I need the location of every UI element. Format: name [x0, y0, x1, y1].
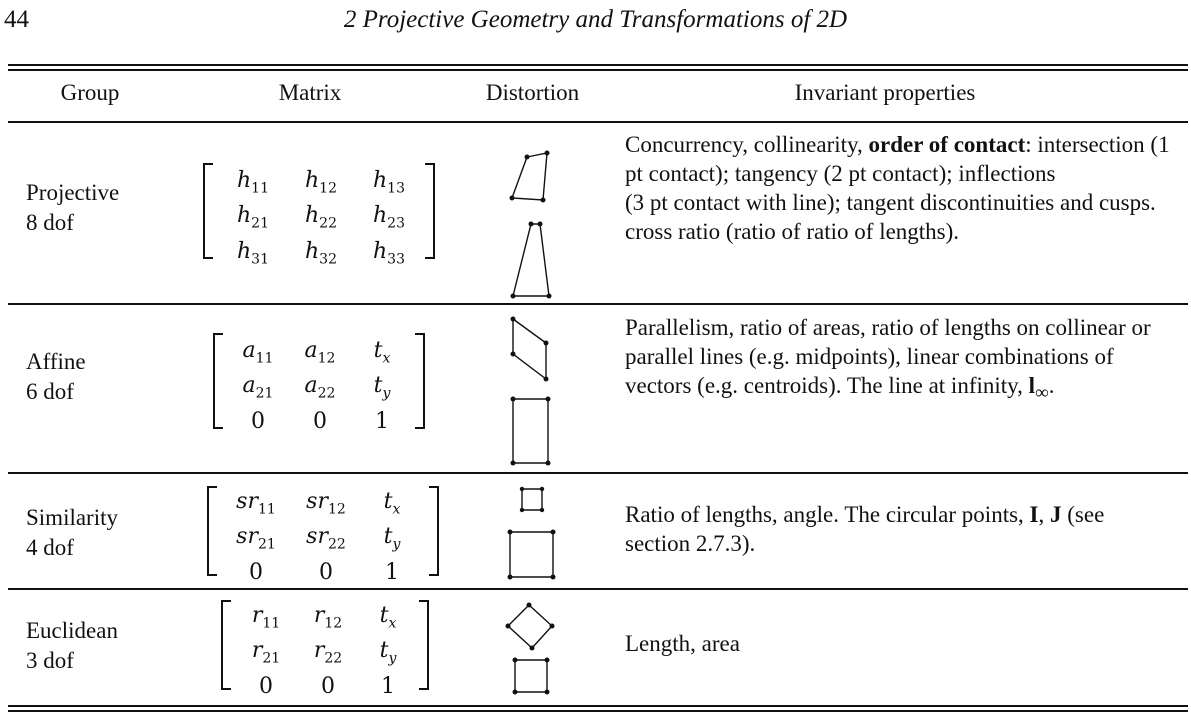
group-name: Projective 8 dof [26, 178, 119, 238]
matrix-entry: 0 [251, 408, 265, 434]
page-number: 44 [4, 6, 29, 33]
bracket-right [415, 333, 425, 429]
matrix-entry: sr21 [236, 524, 276, 553]
bracket-right [429, 486, 439, 576]
matrix-entry: h33 [373, 238, 405, 268]
table-bottom-rule [8, 705, 1188, 707]
distortion-euclidean-shape [505, 602, 555, 695]
matrix-entry: 1 [375, 408, 389, 434]
matrix-entry: r11 [251, 603, 281, 632]
matrix-entry: a12 [304, 338, 336, 367]
header-rule [8, 121, 1188, 123]
group-label: Euclidean [26, 618, 118, 643]
bracket-left [203, 163, 213, 259]
matrix-entry: h12 [305, 168, 337, 197]
matrix-entry: 0 [249, 559, 263, 585]
matrix-entry: ty [383, 524, 401, 553]
matrix-entry: sr12 [306, 489, 346, 518]
matrix-entry: h11 [237, 168, 269, 197]
matrix-entry: 0 [259, 673, 273, 699]
group-name: Euclidean 3 dof [26, 616, 118, 676]
matrix-entry: r21 [251, 638, 281, 667]
matrix-entry: h21 [237, 203, 269, 232]
matrix-projective: h11 h12 h13 h21 h22 h23 h31 h32 h33 [203, 163, 435, 267]
matrix-entry: h23 [373, 203, 405, 232]
matrix-entry: ty [373, 373, 391, 402]
group-label: Similarity [26, 505, 118, 530]
invariant-properties-similarity: Ratio of lengths, angle. The circular po… [625, 502, 1105, 556]
matrix-entry: 0 [313, 408, 327, 434]
chapter-title: 2 Projective Geometry and Transformation… [343, 6, 848, 33]
invariant-properties-affine: Parallelism, ratio of areas, ratio of le… [625, 315, 1151, 404]
matrix-entry: 0 [319, 559, 333, 585]
matrix-entry: tx [383, 489, 401, 518]
matrix-grid: r11 r12 tx r21 r22 ty 0 0 1 [235, 602, 417, 701]
col-header-group: Group [60, 80, 120, 105]
matrix-grid: h11 h12 h13 h21 h22 h23 h31 h32 h33 [219, 167, 423, 273]
group-label: Affine [26, 349, 86, 374]
matrix-entry: 1 [385, 559, 399, 585]
matrix-entry: a21 [242, 373, 274, 402]
bracket-right [419, 600, 429, 690]
group-label: Projective [26, 180, 120, 205]
bracket-right [425, 163, 435, 259]
matrix-entry: h32 [305, 238, 337, 268]
group-dof: 6 dof [26, 379, 74, 404]
matrix-entry: 0 [321, 673, 335, 699]
row-rule [8, 588, 1188, 590]
group-dof: 3 dof [26, 648, 74, 673]
group-name: Similarity 4 dof [26, 503, 118, 563]
invariant-properties-projective: Concurrency, collinearity, order of cont… [625, 132, 1170, 244]
matrix-entry: h22 [305, 203, 337, 232]
matrix-entry: h13 [373, 168, 405, 197]
col-header-matrix: Matrix [278, 80, 342, 105]
matrix-entry: h31 [237, 238, 269, 268]
table-top-rule [8, 64, 1188, 66]
invariant-properties-euclidean: Length, area [625, 631, 740, 656]
matrix-grid: a11 a12 tx a21 a22 ty 0 0 1 [227, 337, 413, 436]
row-rule [8, 303, 1188, 305]
row-rule [8, 472, 1188, 474]
col-header-distortion: Distortion [485, 80, 580, 105]
matrix-entry: r22 [313, 638, 343, 667]
matrix-entry: sr22 [306, 524, 346, 553]
bracket-left [207, 486, 217, 576]
bracket-left [221, 600, 231, 690]
col-header-invariant-properties: Invariant properties [794, 80, 976, 105]
matrix-entry: a11 [242, 338, 274, 367]
matrix-euclidean: r11 r12 tx r21 r22 ty 0 0 1 [221, 600, 429, 699]
matrix-entry: sr11 [236, 489, 276, 518]
table-bottom-rule-2 [8, 710, 1188, 712]
matrix-grid: sr11 sr12 tx sr21 sr22 ty 0 0 1 [221, 488, 423, 587]
matrix-similarity: sr11 sr12 tx sr21 sr22 ty 0 0 1 [207, 486, 439, 585]
matrix-entry: tx [379, 603, 397, 632]
matrix-entry: r12 [313, 603, 343, 632]
distortion-projective-shape [509, 150, 552, 299]
matrix-entry: a22 [304, 373, 336, 402]
matrix-entry: tx [373, 338, 391, 367]
table-top-rule-2 [8, 69, 1188, 71]
group-name: Affine 6 dof [26, 347, 86, 407]
bracket-left [213, 333, 223, 429]
matrix-affine: a11 a12 tx a21 a22 ty 0 0 1 [213, 333, 425, 434]
matrix-entry: ty [379, 638, 397, 667]
group-dof: 8 dof [26, 210, 74, 235]
group-dof: 4 dof [26, 535, 74, 560]
matrix-entry: 1 [381, 673, 395, 699]
distortion-similarity-shape [507, 486, 556, 580]
distortion-affine-shape [510, 316, 551, 466]
